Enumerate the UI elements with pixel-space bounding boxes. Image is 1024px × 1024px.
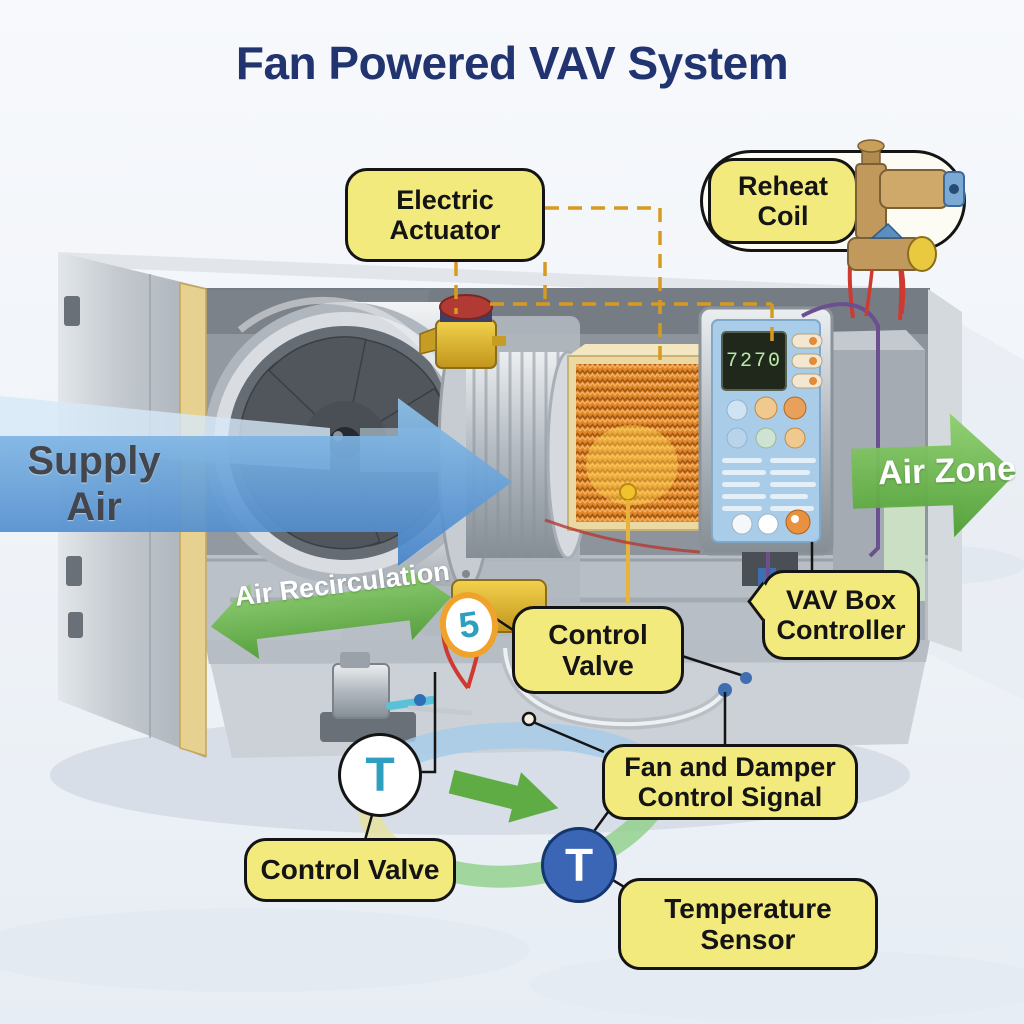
callout-reheat-coil-text: Reheat Coil — [737, 170, 829, 231]
air-zone-label: Air Zone — [877, 449, 1017, 493]
callout-temperature-sensor-text: Temperature Sensor — [664, 892, 832, 955]
controller-lcd-text: 7270 — [726, 350, 782, 373]
callout-reheat-coil: Reheat Coil — [708, 158, 858, 244]
controller-side-buttons — [791, 333, 823, 389]
motor-mounting-plate — [418, 316, 580, 636]
controller-round-buttons — [726, 396, 807, 449]
cabinet — [58, 252, 962, 758]
callout-control-valve-bottom-text: Control Valve — [260, 854, 440, 886]
callout-vav-box-controller: VAV Box Controller — [747, 570, 920, 660]
vav-controller-device: 7270 — [698, 306, 834, 594]
callout-control-valve-center-text: Control Valve — [548, 618, 648, 681]
duct-temperature-probe-text: T — [365, 748, 395, 802]
controller-lcd — [721, 331, 787, 391]
motor — [437, 312, 590, 592]
callout-control-valve-bottom: Control Valve — [244, 838, 456, 902]
air-recirculation-label: Air Recirculation — [233, 555, 452, 612]
airflow-beam — [360, 428, 640, 472]
zone-temperature-sensor-text: T — [564, 839, 594, 891]
callout-electric-actuator: Electric Actuator — [345, 168, 545, 262]
duct-temperature-probe-icon: T — [338, 733, 422, 817]
callout-control-valve-center: Control Valve — [512, 606, 684, 694]
callout-fan-damper-signal-text: Fan and Damper Control Signal — [624, 751, 836, 812]
callout-tail — [747, 581, 778, 622]
callout-electric-actuator-text: Electric Actuator — [389, 184, 501, 245]
duct-valve-assembly — [320, 652, 473, 742]
sensor-badge-text: 5 — [456, 602, 482, 647]
callout-temperature-sensor: Temperature Sensor — [618, 878, 878, 970]
page-title: Fan Powered VAV System — [235, 37, 789, 89]
controller-text-lines — [722, 458, 816, 511]
callout-vav-box-controller-text: VAV Box Controller — [776, 584, 906, 645]
sensor-badge: 5 — [435, 588, 503, 662]
controller-knobs — [731, 509, 811, 535]
callout-fan-damper-signal: Fan and Damper Control Signal — [602, 744, 858, 820]
fan-assembly — [204, 297, 486, 586]
damper-actuator — [419, 294, 506, 369]
fan-blades — [238, 336, 452, 550]
supply-air-label: Supply Air — [27, 439, 161, 529]
heating-coil — [567, 344, 728, 604]
zone-temperature-sensor-icon: T — [541, 827, 617, 903]
